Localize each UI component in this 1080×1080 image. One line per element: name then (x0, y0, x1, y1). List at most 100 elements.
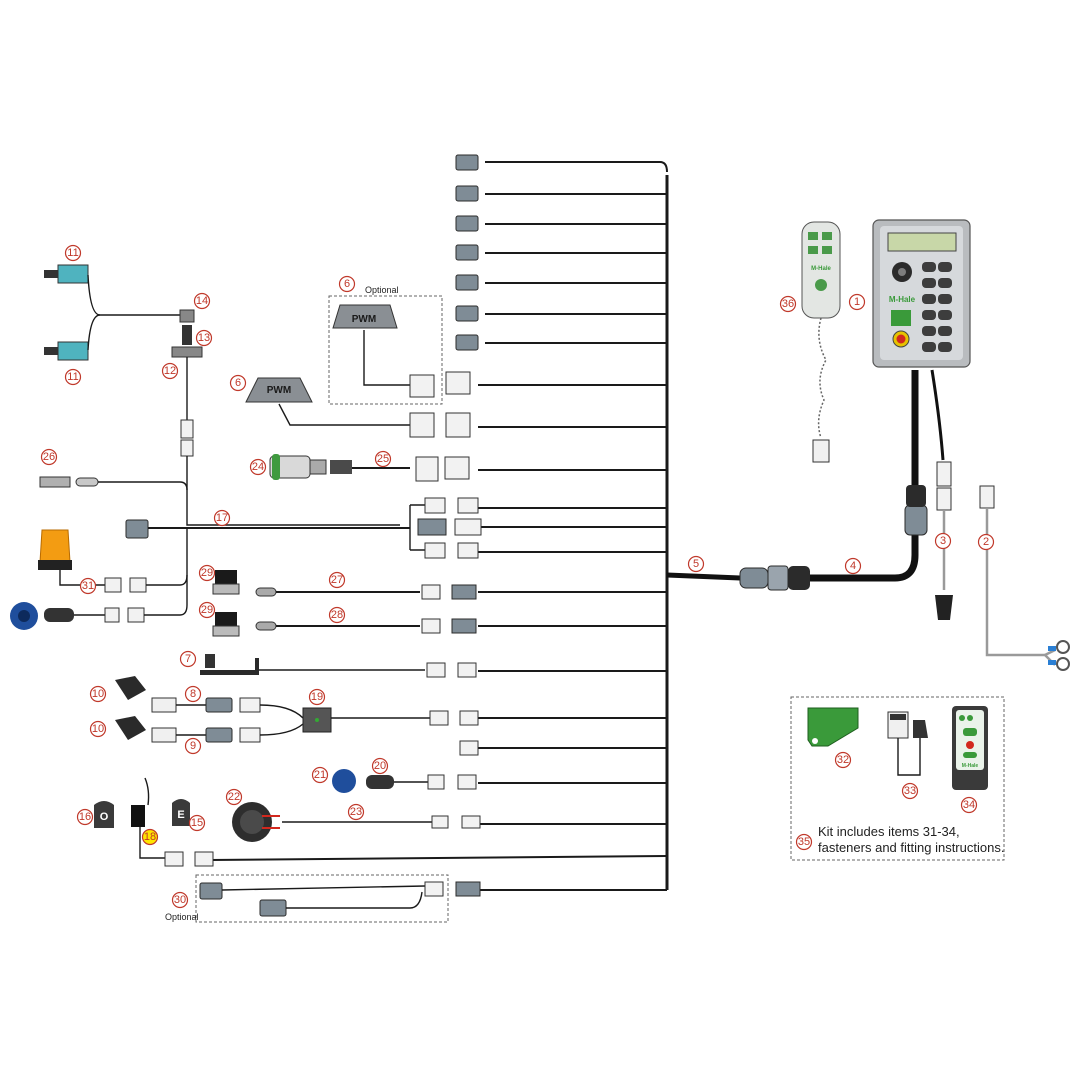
svg-text:9: 9 (190, 740, 196, 752)
handset-brand: M-Hale (811, 266, 831, 272)
callout-11-lower: 11 (64, 368, 82, 386)
console-cable-4 (810, 370, 928, 582)
callout-14: 14 (193, 292, 211, 310)
callout-8: 8 (184, 685, 202, 703)
callout-32: 32 (834, 751, 852, 769)
callout-11-upper: 11 (64, 244, 82, 262)
kit-box (790, 696, 1005, 861)
svg-text:28: 28 (331, 609, 343, 621)
t-connector (171, 309, 400, 526)
pwm-module-optional: PWM (332, 304, 410, 386)
wireless-remote-34: M-Hale (952, 706, 988, 790)
optional-connectors-30 (199, 881, 481, 917)
svg-text:25: 25 (377, 453, 389, 465)
cable-28 (255, 618, 477, 634)
svg-text:PWM: PWM (267, 385, 291, 396)
svg-text:31: 31 (82, 580, 94, 592)
callout-2: 2 (977, 533, 995, 551)
sensor-29-lower (212, 612, 240, 637)
connector-column (455, 154, 479, 351)
svg-text:2: 2 (983, 536, 989, 548)
bracket-32 (807, 707, 859, 747)
svg-text:35: 35 (798, 836, 810, 848)
callout-23: 23 (347, 803, 365, 821)
callout-3: 3 (934, 532, 952, 550)
control-console: M-Hale (872, 219, 971, 368)
optional-label-bottom: Optional (165, 912, 199, 922)
proximity-sensor-bottom (44, 314, 101, 361)
key-e-15: E (172, 799, 190, 826)
callout-27: 27 (328, 571, 346, 589)
callout-33: 33 (901, 782, 919, 800)
sensor-29-upper (212, 570, 240, 595)
callout-36: 36 (779, 295, 797, 313)
svg-text:10: 10 (92, 723, 104, 735)
callout-6: 6 (229, 374, 247, 392)
main-harness (209, 161, 669, 891)
position-sensor-upper (115, 676, 304, 719)
callout-25: 25 (374, 450, 392, 468)
svg-text:17: 17 (216, 512, 228, 524)
svg-text:22: 22 (228, 791, 240, 803)
remote-brand: M-Hale (962, 763, 979, 769)
svg-text:16: 16 (79, 811, 91, 823)
callout-20: 20 (371, 757, 389, 775)
relay-connectors (409, 371, 471, 482)
harness-branch-17 (125, 497, 482, 559)
svg-text:6: 6 (344, 278, 350, 290)
callout-29-lower: 29 (198, 601, 216, 619)
svg-text:23: 23 (350, 806, 362, 818)
svg-text:11: 11 (67, 247, 78, 259)
svg-text:32: 32 (837, 754, 849, 766)
svg-text:7: 7 (185, 653, 191, 665)
callout-30: 30 (171, 891, 189, 909)
junction-box-19 (302, 707, 479, 756)
callout-29-upper: 29 (198, 564, 216, 582)
proximity-sensor-top (44, 264, 185, 316)
callout-19: 19 (308, 688, 326, 706)
callout-21: 21 (311, 766, 329, 784)
console-brand: M-Hale (889, 295, 916, 304)
callout-10-upper: 10 (89, 685, 107, 703)
kit-note-line1: Kit includes items 31-34, (818, 824, 960, 839)
svg-text:15: 15 (191, 817, 203, 829)
handset-remote: M-Hale (801, 221, 841, 463)
key-o-16: O (94, 801, 114, 828)
svg-text:18: 18 (144, 831, 156, 843)
switch-18 (131, 777, 214, 867)
pwm-module: PWM (245, 377, 410, 426)
callout-4: 4 (844, 557, 862, 575)
svg-text:8: 8 (190, 688, 196, 700)
svg-text:PWM: PWM (352, 314, 376, 325)
optional-30-box (195, 874, 449, 923)
callout-34: 34 (960, 796, 978, 814)
power-cable-3 (930, 369, 953, 620)
plug-25 (330, 460, 410, 474)
svg-text:10: 10 (92, 688, 104, 700)
beacon-lamp (38, 528, 188, 593)
svg-text:O: O (100, 811, 109, 823)
console-display (887, 232, 957, 252)
svg-text:24: 24 (252, 461, 264, 473)
svg-text:26: 26 (43, 451, 55, 463)
svg-text:12: 12 (164, 365, 176, 377)
position-sensor-lower (115, 716, 304, 743)
callout-17: 17 (213, 509, 231, 527)
callout-7: 7 (179, 650, 197, 668)
svg-text:34: 34 (963, 799, 975, 811)
svg-text:29: 29 (201, 567, 213, 579)
cable-27 (255, 584, 477, 600)
sensor-bracket-7 (200, 654, 477, 678)
svg-text:E: E (177, 809, 184, 821)
svg-text:5: 5 (693, 558, 699, 570)
kit-note-line2: fasteners and fitting instructions. (818, 840, 1004, 855)
callout-31: 31 (79, 577, 97, 595)
callout-1: 1 (848, 293, 866, 311)
receiver-33 (887, 711, 928, 776)
pressure-sensor-left (10, 575, 188, 630)
optional-label-top: Optional (365, 285, 399, 295)
svg-text:13: 13 (198, 332, 210, 344)
svg-text:19: 19 (311, 691, 323, 703)
svg-text:11: 11 (67, 371, 78, 383)
svg-text:20: 20 (374, 760, 386, 772)
